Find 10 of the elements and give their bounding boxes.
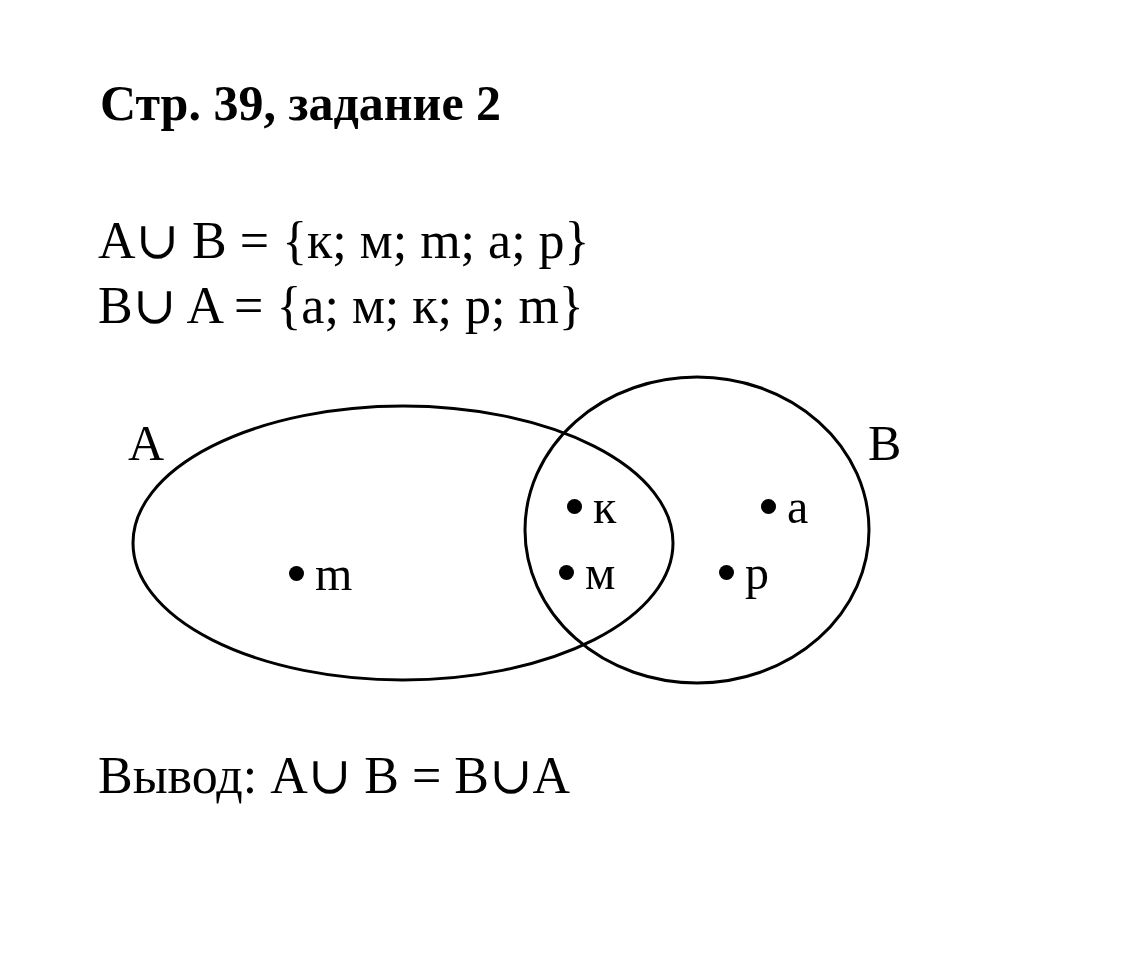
element-label: а	[787, 483, 809, 531]
element-label: р	[745, 549, 769, 597]
equation: Вывод: A∪ B = B∪A	[98, 750, 571, 802]
equation: A∪ B = {к; м; m; а; р}	[98, 215, 590, 267]
element-label: m	[315, 550, 353, 598]
set-label: B	[868, 418, 902, 468]
set-label: A	[128, 418, 165, 468]
equation: B∪ A = {а; м; к; р; m}	[98, 280, 584, 332]
element-label: к	[593, 483, 617, 531]
element-label: м	[585, 549, 616, 597]
